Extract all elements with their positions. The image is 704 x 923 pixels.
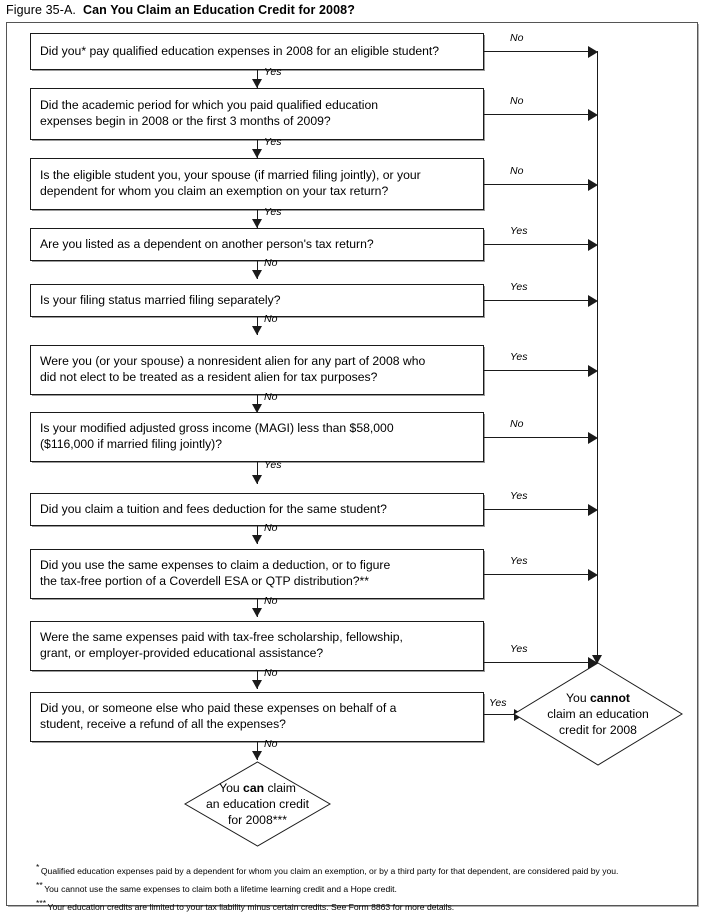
- question-box-3: Is the eligible student you, your spouse…: [30, 158, 484, 210]
- edge-3-no-arrowhead: [588, 179, 598, 191]
- edge-5-no-arrowhead: [251, 326, 262, 335]
- outcome-can-claim-text: You can claim an education credit for 20…: [206, 780, 309, 828]
- question-box-8: Did you claim a tuition and fees deducti…: [30, 493, 484, 526]
- edge-6-yes-label: Yes: [510, 351, 528, 363]
- question-box-2: Did the academic period for which you pa…: [30, 88, 484, 140]
- edge-3-no-label: No: [510, 165, 524, 177]
- edge-1-no-line: [484, 51, 589, 52]
- edge-2-no-line: [484, 114, 589, 115]
- footnote-3-mark: ***: [36, 897, 47, 908]
- question-box-10: Were the same expenses paid with tax-fre…: [30, 621, 484, 671]
- diamond-shape-cannot: [513, 662, 683, 766]
- outcome-cannot-claim: You cannot claim an education credit for…: [513, 662, 683, 766]
- edge-3-yes-label: Yes: [264, 206, 282, 218]
- edge-8-yes-arrowhead: [588, 504, 598, 516]
- edge-2-yes-arrowhead: [251, 149, 262, 158]
- page-title: Figure 35-A. Can You Claim an Education C…: [6, 3, 355, 17]
- diamond-shape-can: [184, 761, 331, 847]
- edge-10-yes-label: Yes: [510, 643, 528, 655]
- footnote-2-text: You cannot use the same expenses to clai…: [44, 883, 397, 894]
- edge-1-no-label: No: [510, 32, 524, 44]
- footnotes: *Qualified education expenses paid by a …: [36, 861, 696, 914]
- question-box-6: Were you (or your spouse) a nonresident …: [30, 345, 484, 395]
- question-box-11: Did you, or someone else who paid these …: [30, 692, 484, 742]
- question-box-6-text: Were you (or your spouse) a nonresident …: [40, 354, 426, 384]
- edge-2-no-label: No: [510, 95, 524, 107]
- edge-6-no-label: No: [264, 391, 278, 403]
- question-box-5-text: Is your filing status married filing sep…: [40, 292, 281, 307]
- edge-11-no-arrowhead: [251, 751, 262, 760]
- footnote-1-text: Qualified education expenses paid by a d…: [40, 865, 619, 876]
- edge-7-yes-arrowhead: [251, 475, 262, 484]
- rejection-spine-arrowhead: [591, 655, 602, 664]
- question-box-1-text: Did you* pay qualified education expense…: [40, 43, 440, 58]
- edge-4-yes-arrowhead: [588, 239, 598, 251]
- question-box-10-text: Were the same expenses paid with tax-fre…: [40, 630, 403, 660]
- edge-3-no-line: [484, 184, 589, 185]
- question-box-4: Are you listed as a dependent on another…: [30, 228, 484, 261]
- edge-4-yes-label: Yes: [510, 225, 528, 237]
- question-box-3-text: Is the eligible student you, your spouse…: [40, 168, 421, 198]
- figure-title-text: Can You Claim an Education Credit for 20…: [82, 3, 355, 17]
- edge-2-no-arrowhead: [588, 109, 598, 121]
- outcome-cannot-claim-text: You cannot claim an education credit for…: [547, 690, 649, 738]
- footnote-1-mark: *: [36, 862, 40, 872]
- edge-9-no-label: No: [264, 595, 278, 607]
- edge-8-no-arrowhead: [251, 535, 262, 544]
- edge-8-yes-label: Yes: [510, 490, 528, 502]
- question-box-1: Did you* pay qualified education expense…: [30, 33, 484, 70]
- edge-7-no-line: [484, 437, 589, 438]
- edge-10-no-arrowhead: [251, 680, 262, 689]
- figure-frame: [6, 22, 699, 907]
- edge-2-yes-label: Yes: [264, 136, 282, 148]
- edge-7-yes-label: Yes: [264, 459, 282, 471]
- edge-11-yes-label: Yes: [489, 697, 507, 709]
- footnote-2-mark: **: [36, 879, 43, 890]
- question-box-8-text: Did you claim a tuition and fees deducti…: [40, 501, 387, 516]
- footnote-3-text: Your education credits are limited to yo…: [47, 901, 455, 912]
- edge-9-yes-line: [484, 574, 589, 575]
- outcome-can-claim: You can claim an education credit for 20…: [184, 761, 331, 847]
- figure-number: Figure 35-A.: [6, 3, 76, 17]
- question-box-9: Did you use the same expenses to claim a…: [30, 549, 484, 599]
- question-box-2-text: Did the academic period for which you pa…: [40, 98, 379, 128]
- footnote-3: ***Your education credits are limited to…: [36, 897, 696, 915]
- edge-6-no-arrowhead: [251, 404, 262, 413]
- edge-10-no-label: No: [264, 667, 278, 679]
- edge-4-no-arrowhead: [251, 270, 262, 279]
- edge-7-no-arrowhead: [588, 432, 598, 444]
- edge-5-no-label: No: [264, 313, 278, 325]
- edge-7-no-label: No: [510, 418, 524, 430]
- edge-8-yes-line: [484, 509, 589, 510]
- edge-11-no-label: No: [264, 738, 278, 750]
- edge-10-yes-line: [484, 662, 589, 663]
- question-box-5: Is your filing status married filing sep…: [30, 284, 484, 317]
- edge-9-yes-label: Yes: [510, 555, 528, 567]
- edge-4-no-label: No: [264, 257, 278, 269]
- rejection-spine-line: [597, 51, 598, 662]
- edge-8-no-label: No: [264, 522, 278, 534]
- edge-9-no-arrowhead: [251, 608, 262, 617]
- edge-5-yes-label: Yes: [510, 281, 528, 293]
- footnote-1: *Qualified education expenses paid by a …: [36, 861, 696, 879]
- edge-6-yes-arrowhead: [588, 365, 598, 377]
- edge-7-yes-line: [257, 462, 258, 484]
- edge-1-yes-label: Yes: [264, 66, 282, 78]
- question-box-11-text: Did you, or someone else who paid these …: [40, 701, 397, 731]
- edge-1-yes-arrowhead: [251, 79, 262, 88]
- edge-5-yes-arrowhead: [588, 295, 598, 307]
- question-box-7: Is your modified adjusted gross income (…: [30, 412, 484, 462]
- edge-5-yes-line: [484, 300, 589, 301]
- edge-9-yes-arrowhead: [588, 569, 598, 581]
- edge-6-yes-line: [484, 370, 589, 371]
- edge-4-yes-line: [484, 244, 589, 245]
- question-box-4-text: Are you listed as a dependent on another…: [40, 236, 374, 251]
- question-box-7-text: Is your modified adjusted gross income (…: [40, 421, 394, 451]
- edge-3-yes-arrowhead: [251, 219, 262, 228]
- edge-11-yes-line: [484, 714, 515, 715]
- question-box-9-text: Did you use the same expenses to claim a…: [40, 558, 391, 588]
- footnote-2: **You cannot use the same expenses to cl…: [36, 879, 696, 897]
- edge-1-no-arrowhead: [588, 46, 598, 58]
